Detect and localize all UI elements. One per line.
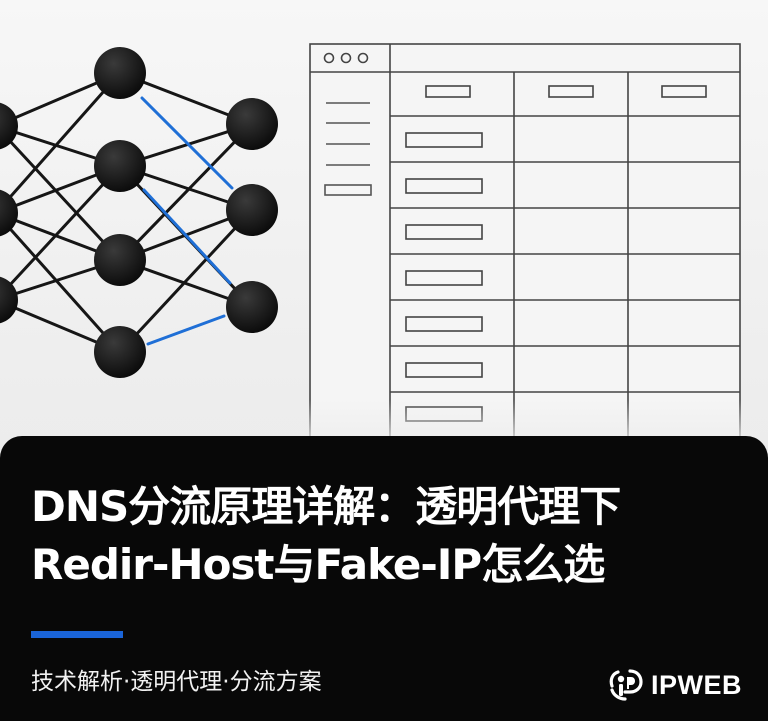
table-window-icon [309, 43, 741, 445]
ipweb-logo-icon [609, 669, 643, 701]
title-panel [0, 436, 768, 721]
header-illustration [0, 43, 760, 450]
neural-network-icon [0, 47, 278, 378]
headline-line-1: DNS分流原理详解：透明代理下 [31, 482, 621, 531]
headline-line-2: Redir-Host与Fake-IP怎么选 [31, 540, 605, 589]
brand-logo: IPWEB [608, 668, 742, 702]
headline: DNS分流原理详解：透明代理下 Redir-Host与Fake-IP怎么选 [31, 478, 766, 594]
accent-divider [31, 631, 123, 638]
subtitle-tags: 技术解析·透明代理·分流方案 [31, 669, 322, 695]
brand-name: IPWEB [651, 670, 743, 700]
